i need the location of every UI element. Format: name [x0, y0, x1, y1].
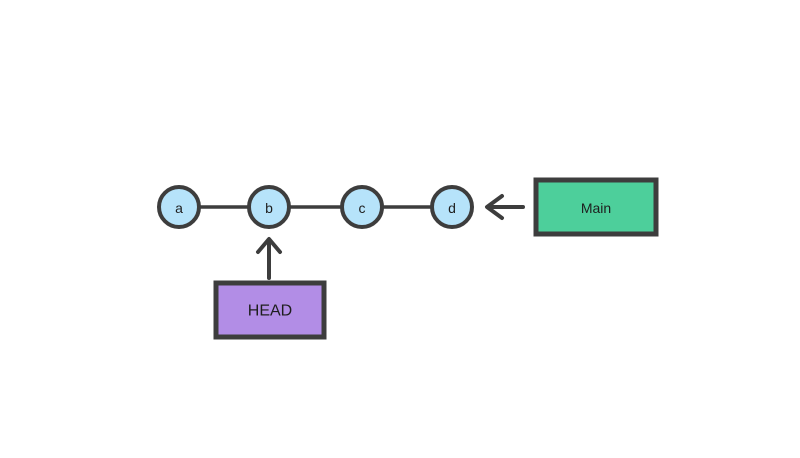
left-arrow-icon — [485, 194, 525, 220]
commit-node-c-circle — [340, 185, 384, 229]
commit-node-a-circle — [157, 185, 201, 229]
commit-node-a: a — [157, 185, 201, 229]
commit-node-b-circle — [247, 185, 291, 229]
commit-node-c-label: c — [359, 200, 366, 216]
up-arrow-icon — [256, 237, 282, 280]
head-pointer-box: HEAD — [213, 280, 327, 340]
commit-node-c: c — [340, 185, 384, 229]
main-branch-rect — [533, 177, 659, 237]
head-pointer-rect — [213, 280, 327, 340]
commit-node-d-circle — [430, 185, 474, 229]
commit-node-b: b — [247, 185, 291, 229]
main-branch-label: Main — [581, 200, 611, 216]
commit-node-b-label: b — [265, 200, 273, 216]
commit-node-a-label: a — [175, 200, 183, 216]
commit-node-d-label: d — [448, 200, 456, 216]
head-pointer-label: HEAD — [248, 303, 292, 320]
commit-node-d: d — [430, 185, 474, 229]
main-branch-box: Main — [533, 177, 659, 237]
